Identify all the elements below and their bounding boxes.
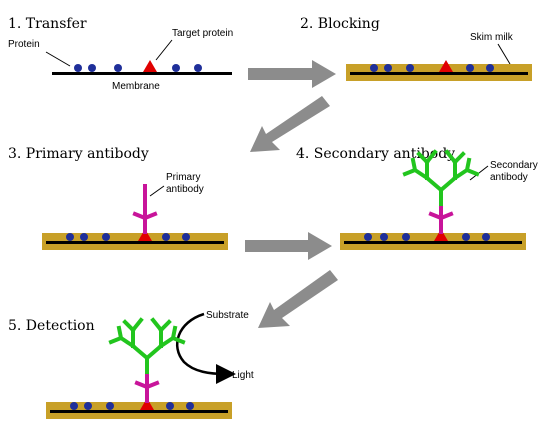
step-5-title: 5. Detection (8, 318, 95, 334)
proteins-4 (364, 233, 490, 241)
target-pointer (155, 39, 173, 61)
arrow-2-to-3 (250, 96, 330, 152)
membrane-5 (50, 410, 228, 413)
membrane-label: Membrane (112, 81, 160, 92)
secondary-antibody-5 (109, 318, 185, 374)
primary-label-1: Primary (166, 172, 200, 183)
primary-antibody-5 (134, 370, 160, 403)
step-2-title: 2. Blocking (300, 16, 380, 32)
step-1-title: 1. Transfer (8, 16, 87, 32)
arrow-3-to-4 (245, 232, 332, 260)
skim-milk-label: Skim milk (470, 32, 514, 43)
protein-pointer (45, 51, 71, 67)
primary-antibody-3 (132, 184, 158, 234)
protein-label: Protein (8, 39, 40, 50)
substrate-label: Substrate (206, 310, 249, 321)
secondary-pointer (469, 165, 489, 181)
primary-pointer (149, 185, 165, 197)
target-protein-2 (439, 60, 453, 72)
target-protein-5 (140, 398, 154, 410)
arrow-4-to-5 (258, 270, 338, 328)
target-protein-4 (434, 229, 448, 241)
proteins-3 (66, 233, 190, 241)
primary-antibody-4 (428, 202, 454, 234)
target-protein-label: Target protein (172, 28, 233, 39)
membrane-3 (46, 241, 224, 244)
proteins-5 (70, 402, 194, 410)
step-4-title: 4. Secondary antibody (296, 146, 455, 162)
secondary-label-2: antibody (490, 172, 528, 183)
secondary-label-1: Secondary (490, 160, 538, 171)
arrow-1-to-2 (248, 60, 336, 88)
membrane-4 (344, 241, 522, 244)
primary-label-2: antibody (166, 184, 204, 195)
target-protein-3 (138, 229, 152, 241)
light-label: Light (232, 370, 254, 381)
skim-milk-pointer (497, 43, 511, 65)
target-protein-1 (143, 60, 157, 72)
proteins-2 (370, 64, 494, 72)
membrane-1 (52, 72, 232, 75)
step-3-title: 3. Primary antibody (8, 146, 149, 162)
substrate-to-light-arrow (175, 312, 236, 384)
proteins-1 (74, 64, 202, 72)
membrane-2 (350, 72, 528, 75)
